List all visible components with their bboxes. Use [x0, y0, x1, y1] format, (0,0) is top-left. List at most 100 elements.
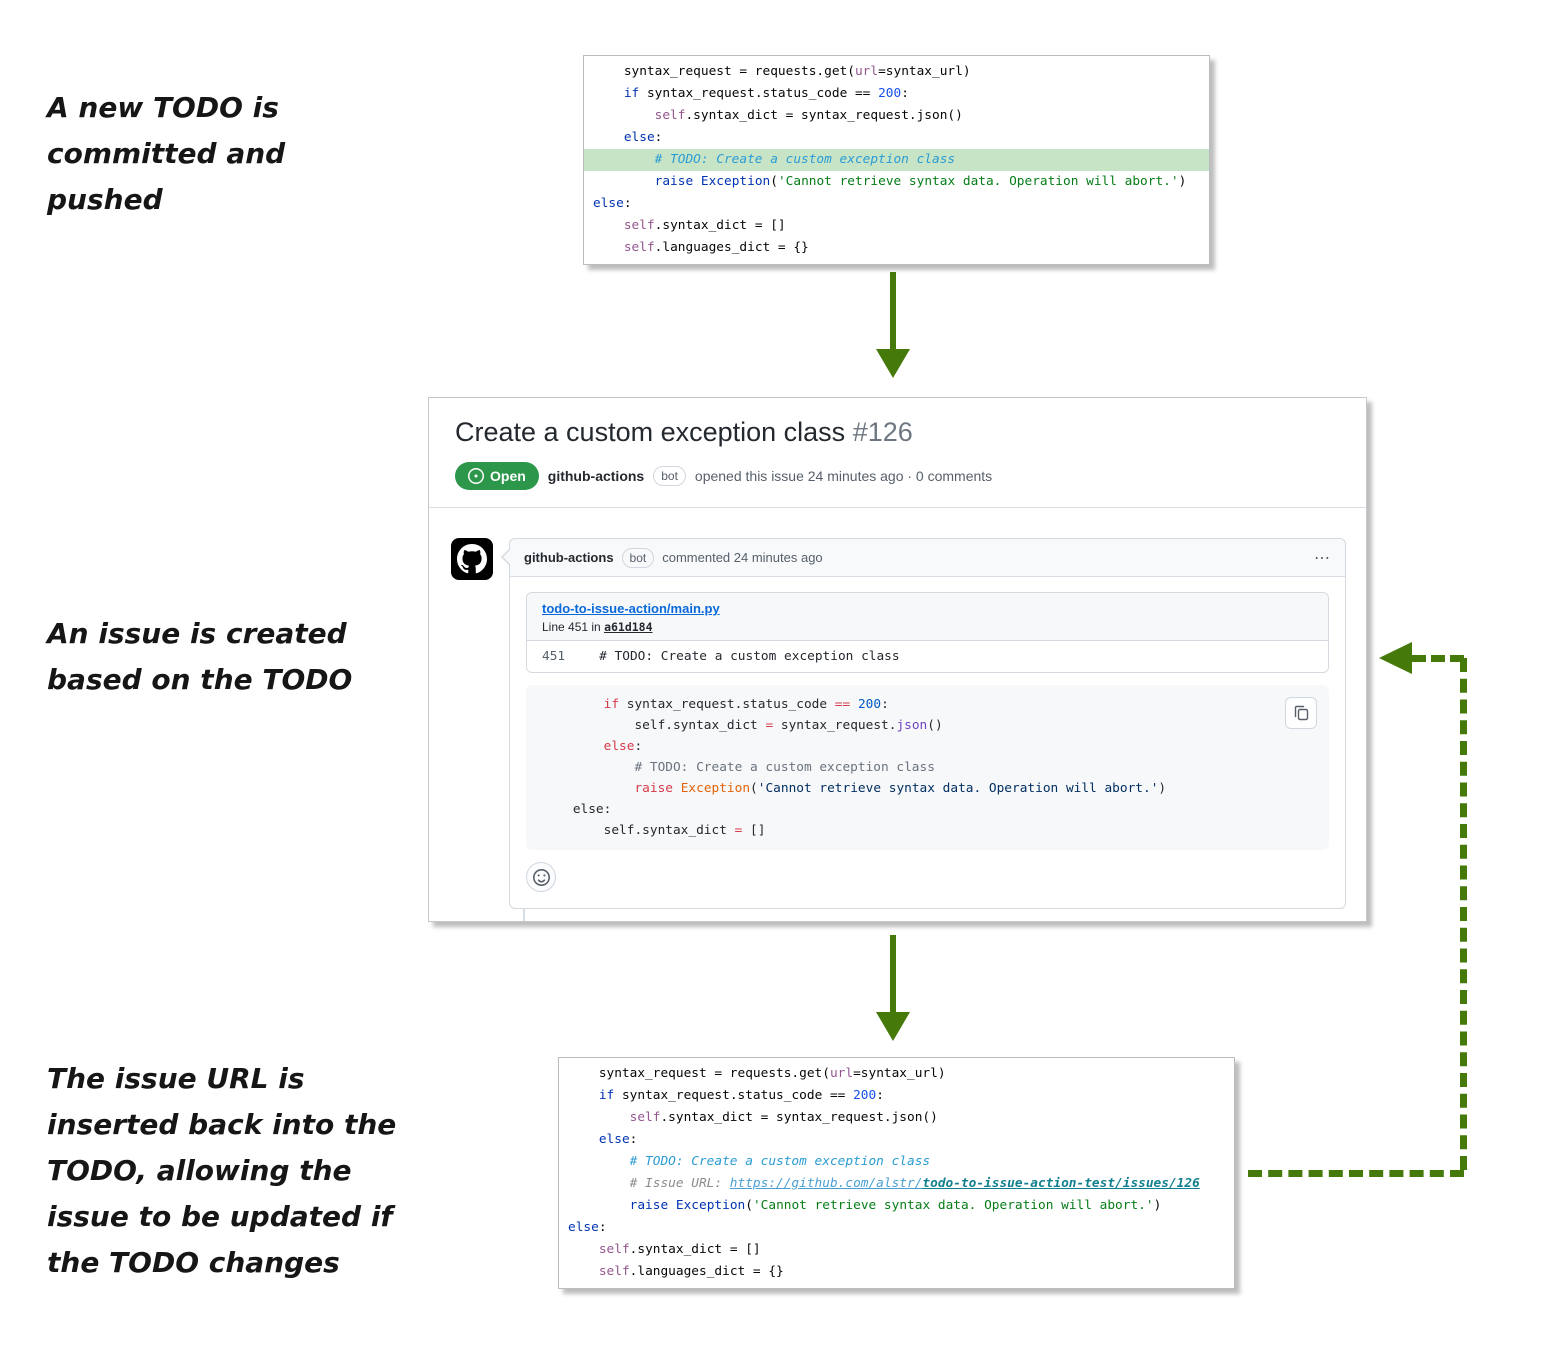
code-token: raise — [654, 174, 694, 189]
code-line: self.syntax_dict = [] — [559, 1239, 1234, 1261]
code-token — [568, 1242, 599, 1257]
code-token: self — [623, 218, 655, 233]
code-token: : — [901, 86, 909, 101]
code-token: =syntax_url) — [853, 1066, 946, 1081]
bot-badge: bot — [653, 466, 686, 486]
code-line: # TODO: Create a custom exception class — [542, 757, 1313, 778]
dashed-connector-vertical — [1460, 658, 1467, 1170]
comment-timestamp: commented 24 minutes ago — [662, 550, 823, 565]
code-line: else: — [542, 799, 1313, 820]
code-token: ( — [750, 781, 758, 796]
code-token: ) — [1158, 781, 1167, 796]
code-token: : — [598, 1220, 607, 1235]
code-token: else — [593, 196, 624, 211]
code-token: self — [629, 1110, 661, 1125]
bot-badge: bot — [621, 547, 655, 568]
code-token: self.syntax_dict — [542, 718, 766, 733]
code-token: # Issue URL: — [568, 1176, 730, 1191]
code-line: # Issue URL: https://github.com/alstr/to… — [559, 1173, 1234, 1195]
code-token — [568, 1088, 599, 1103]
issue-number: #126 — [852, 417, 913, 447]
code-token: [] — [742, 823, 766, 838]
code-token: : — [634, 739, 643, 754]
code-token: self.syntax_dict — [542, 823, 735, 838]
code-token: 200 — [853, 1088, 877, 1103]
code-line: raise Exception('Cannot retrieve syntax … — [559, 1195, 1234, 1217]
code-token: else — [603, 739, 635, 754]
issue-url-link[interactable]: https://github.com/alstr/ — [729, 1176, 923, 1191]
avatar[interactable] — [451, 538, 493, 580]
code-line: self.languages_dict = {} — [584, 237, 1209, 259]
code-token: .syntax_dict = [] — [654, 218, 786, 233]
annotation-step2: An issue is created based on the TODO — [47, 617, 353, 696]
code-line: raise Exception('Cannot retrieve syntax … — [542, 778, 1313, 799]
code-token: self — [654, 108, 686, 123]
code-token — [542, 697, 604, 712]
issue-author-link[interactable]: github-actions — [547, 468, 645, 484]
issue-opened-icon — [468, 468, 484, 484]
status-badge-open: Open — [455, 462, 539, 490]
code-line: syntax_request = requests.get(url=syntax… — [559, 1063, 1234, 1085]
code-token: ) — [1178, 174, 1187, 189]
issue-title: Create a custom exception class #126 — [455, 414, 1342, 450]
arrow-down-head-icon — [876, 349, 910, 378]
code-token: else: — [542, 802, 612, 817]
copy-button[interactable] — [1285, 697, 1317, 729]
code-token: .syntax_dict = syntax_request.json() — [660, 1110, 938, 1125]
code-line: # TODO: Create a custom exception class — [559, 1151, 1234, 1173]
code-token: Exception — [700, 174, 771, 189]
code-token: 200 — [878, 86, 902, 101]
code-line: raise Exception('Cannot retrieve syntax … — [584, 171, 1209, 193]
code-token: syntax_request.status_code == — [639, 86, 879, 101]
line-number: 451 — [542, 649, 566, 664]
issue-url-link[interactable]: todo-to-issue-action-test/issues/126 — [922, 1176, 1200, 1191]
code-token — [593, 86, 624, 101]
code-token: ) — [1153, 1198, 1162, 1213]
code-token: = — [765, 718, 774, 733]
code-token: 'Cannot retrieve syntax data. Operation … — [752, 1198, 1154, 1213]
code-token: .syntax_dict = syntax_request.json() — [685, 108, 963, 123]
file-link[interactable]: todo-to-issue-action/main.py — [542, 601, 720, 616]
arrow-down-icon — [890, 935, 896, 1012]
add-reaction-button[interactable] — [526, 862, 556, 892]
kebab-menu-icon[interactable]: ⋯ — [1314, 549, 1331, 567]
code-token: : — [654, 130, 663, 145]
code-token — [593, 218, 624, 233]
code-token: : — [881, 697, 889, 712]
code-token — [593, 130, 624, 145]
code-token: = — [734, 823, 743, 838]
code-line: else: — [559, 1129, 1234, 1151]
code-token: self — [598, 1242, 630, 1257]
code-line: else: — [584, 127, 1209, 149]
code-token: # TODO: Create a custom exception class — [542, 760, 935, 775]
code-line: else: — [559, 1217, 1234, 1239]
code-token: .syntax_dict = [] — [629, 1242, 761, 1257]
code-token — [542, 739, 604, 754]
comment-box: github-actions bot commented 24 minutes … — [509, 538, 1346, 909]
commit-link[interactable]: a61d184 — [604, 620, 653, 634]
code-token — [568, 1132, 599, 1147]
code-token: syntax_request. — [773, 718, 897, 733]
issue-title-text: Create a custom exception class — [455, 417, 846, 447]
dashed-connector-bottom — [1248, 1170, 1464, 1177]
code-token: url — [829, 1066, 854, 1081]
comment-caret-icon — [502, 550, 510, 564]
code-token: syntax_request = requests.get( — [568, 1066, 830, 1081]
code-token: Exception — [675, 1198, 746, 1213]
code-token: Exception — [680, 781, 751, 796]
code-line: if syntax_request.status_code == 200: — [542, 694, 1313, 715]
github-issue-card: Create a custom exception class #126 Ope… — [428, 397, 1367, 922]
code-token: == — [834, 697, 851, 712]
code-token: 'Cannot retrieve syntax data. Operation … — [757, 781, 1159, 796]
code-token: 200 — [857, 697, 882, 712]
code-line: self.syntax_dict = syntax_request.json() — [584, 105, 1209, 127]
code-line: else: — [584, 193, 1209, 215]
annotation-step3: The issue URL is inserted back into the … — [47, 1062, 397, 1279]
code-token: raise — [634, 781, 673, 796]
code-token: if — [623, 86, 640, 101]
arrow-down-icon — [890, 272, 896, 349]
annotation-step1: A new TODO is committed and pushed — [47, 91, 286, 216]
comment-author-link[interactable]: github-actions — [524, 550, 614, 565]
status-badge-label: Open — [490, 468, 526, 484]
code-snippet-bottom: syntax_request = requests.get(url=syntax… — [558, 1057, 1235, 1289]
